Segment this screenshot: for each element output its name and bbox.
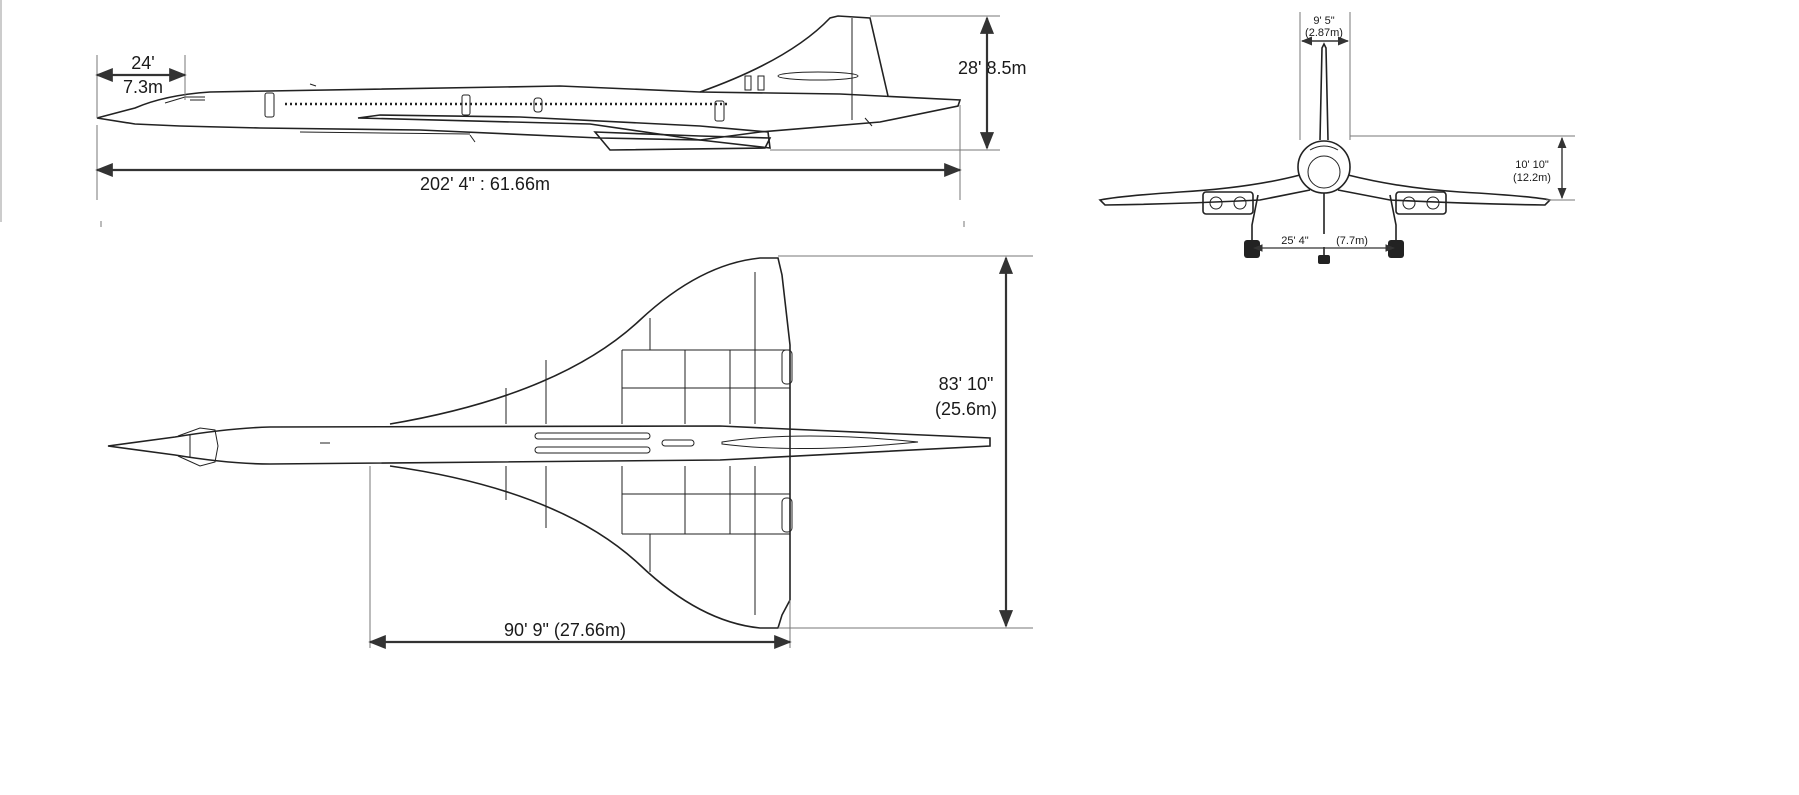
front-fuselage (1297, 140, 1351, 194)
nose-length-ft-label: 24' (131, 53, 154, 73)
front-wings (1098, 174, 1311, 206)
front-fin (1319, 42, 1329, 141)
side-tail-fin (699, 15, 889, 97)
gear-height-ft-label: 10' 10" (1515, 159, 1549, 171)
fin-width-m-label: (2.87m) (1305, 27, 1343, 39)
plan-fuselage-outline (107, 425, 991, 465)
plan-view: 90' 9" (27.66m) 83' 10" (25.6m) (107, 255, 1033, 650)
height-label: 28' 8.5m (958, 58, 1026, 78)
wing-root-chord-label: 90' 9" (27.66m) (504, 620, 626, 640)
track-m-label: (7.7m) (1336, 235, 1368, 247)
wingspan-ft-label: 83' 10" (939, 374, 994, 394)
front-nose-wheel (1318, 255, 1330, 264)
front-left-wheels (1244, 240, 1260, 258)
side-fuselage-outline (96, 85, 962, 141)
gear-height-m-label: (12.2m) (1513, 172, 1551, 184)
overall-length-label: 202' 4" : 61.66m (420, 174, 550, 194)
front-left-nacelle (1202, 191, 1254, 215)
side-wing-nacelle (357, 114, 771, 149)
front-right-wheels (1388, 240, 1404, 258)
side-view: 24' 7.3m 202' 4" : 61.66m 28' 8.5m (95, 15, 1026, 227)
front-right-nacelle (1395, 191, 1447, 215)
wingspan-m-label: (25.6m) (935, 399, 997, 419)
plan-wing-outline (389, 257, 791, 629)
nose-length-m-label: 7.3m (123, 77, 163, 97)
track-ft-label: 25' 4" (1281, 235, 1309, 247)
front-view: 9' 5" (2.87m) 10' 10" (12.2m) 25' 4" (7.… (1098, 12, 1575, 264)
fin-width-ft-label: 9' 5" (1313, 15, 1334, 27)
